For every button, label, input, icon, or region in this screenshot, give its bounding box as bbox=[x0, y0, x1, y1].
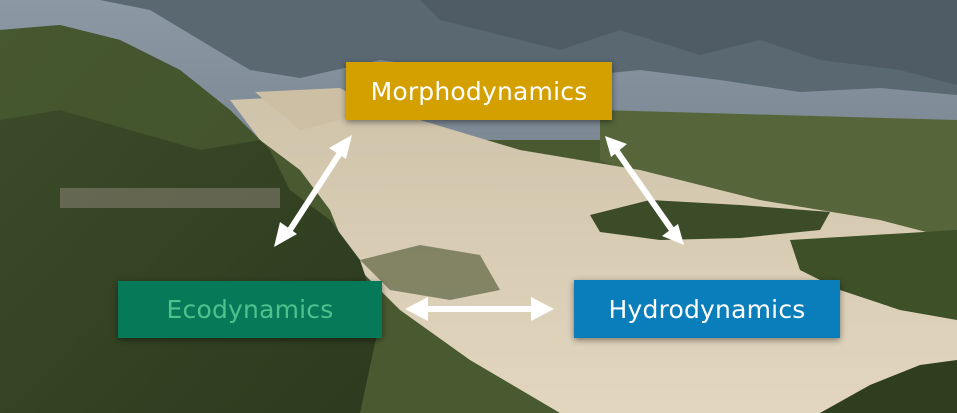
morphodynamics-node: Morphodynamics bbox=[346, 62, 612, 120]
ecodynamics-label: Ecodynamics bbox=[167, 295, 334, 324]
hydrodynamics-label: Hydrodynamics bbox=[609, 295, 806, 324]
village bbox=[60, 188, 280, 208]
morphodynamics-label: Morphodynamics bbox=[371, 77, 588, 106]
ecodynamics-node: Ecodynamics bbox=[118, 281, 382, 338]
hydrodynamics-node: Hydrodynamics bbox=[574, 280, 840, 338]
